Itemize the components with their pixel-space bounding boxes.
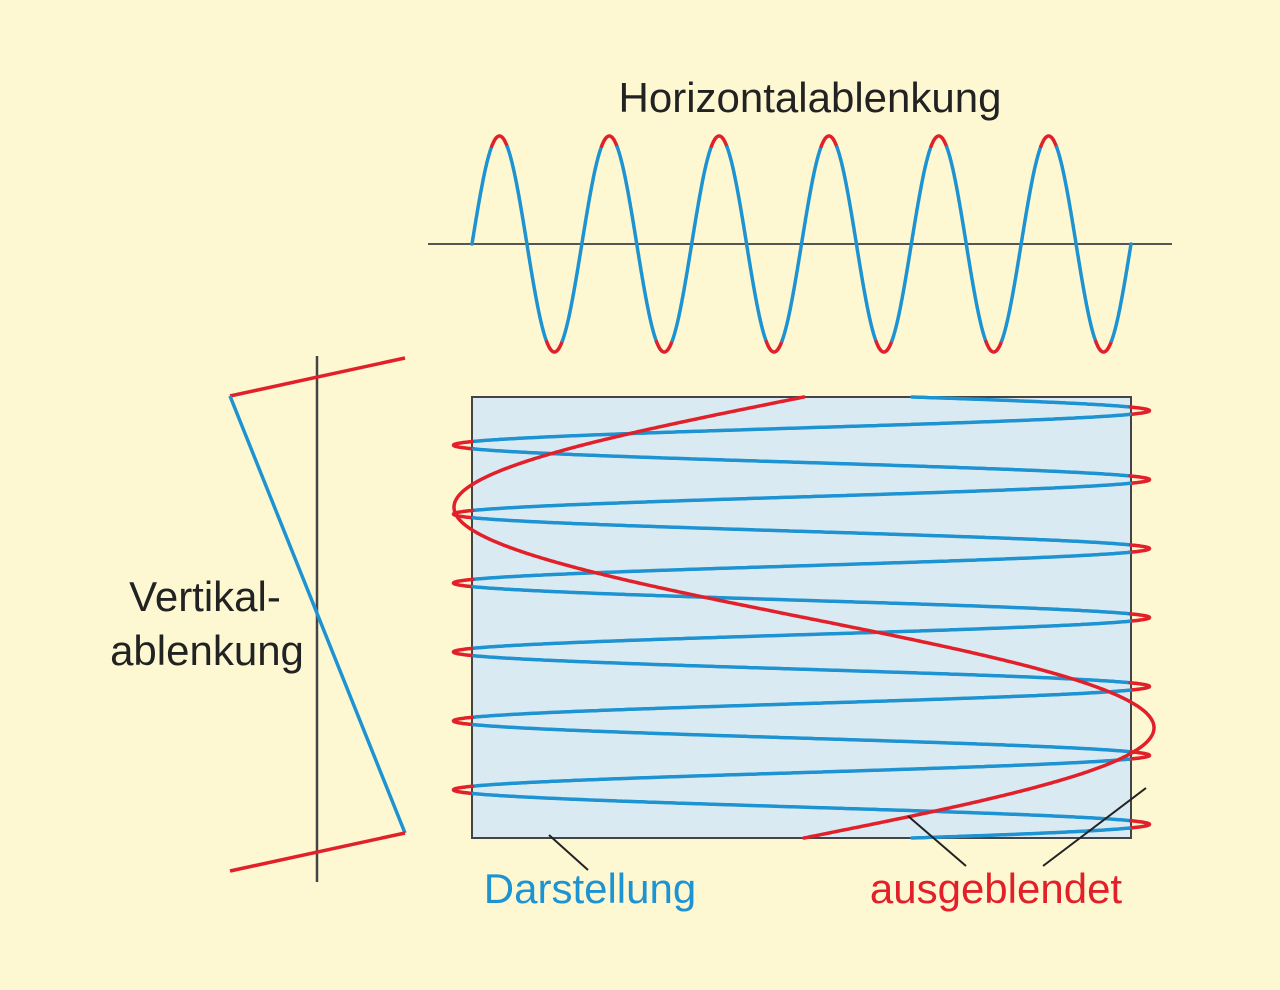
- scan-line-visible-segment-2: [470, 412, 1132, 444]
- scan-line-visible-segment-18: [470, 688, 1132, 720]
- horizontal-wave-blanked-segment-15: [874, 338, 894, 354]
- horizontal-wave-visible-segment-8: [670, 144, 714, 343]
- vertical-retrace-bottom: [229, 831, 406, 873]
- scan-line-blanked-segment-1: [1127, 405, 1152, 417]
- horizontal-wave-blanked-segment-5: [599, 134, 620, 150]
- blanked-leader-line-right: [1042, 787, 1147, 867]
- scan-line-visible-segment-26: [910, 826, 1131, 840]
- horizontal-wave-visible-segment-2: [505, 145, 549, 344]
- horizontal-wave-visible-segment-16: [890, 144, 933, 343]
- scan-line-visible-segment-0: [910, 395, 1133, 409]
- scan-line-blanked-segment-25: [1127, 818, 1152, 830]
- scan-line-blanked-segment-17: [1127, 681, 1152, 692]
- scan-line-visible-segment-6: [470, 481, 1132, 513]
- vertical-sweep-ramp: [228, 395, 407, 834]
- scan-line-blanked-segment-11: [451, 577, 475, 589]
- horizontal-deflection-waveform: [428, 134, 1172, 354]
- scan-line-visible-segment-12: [471, 584, 1133, 616]
- scan-line-visible-segment-22: [470, 757, 1131, 788]
- horizontal-wave-visible-segment-18: [945, 145, 988, 344]
- horizontal-deflection-title: Horizontalablenkung: [619, 74, 1002, 121]
- horizontal-wave-visible-segment-22: [1054, 145, 1098, 344]
- scan-line-blanked-segment-19: [451, 715, 476, 727]
- vertical-deflection-label-line1: Vertikal-: [129, 573, 281, 620]
- horizontal-wave-visible-segment-14: [835, 145, 878, 344]
- vertical-deflection-label-line2: ablenkung: [110, 627, 304, 674]
- horizontal-sine-wave: [470, 134, 1133, 354]
- horizontal-wave-visible-segment-12: [780, 144, 824, 343]
- scan-line-blanked-segment-9: [1127, 543, 1152, 555]
- blanked-leader-line-left: [907, 815, 967, 867]
- scan-line-visible-segment-16: [472, 654, 1132, 685]
- horizontal-wave-blanked-segment-23: [1094, 338, 1114, 354]
- blanked-label: ausgeblendet: [870, 865, 1123, 912]
- vertical-deflection-waveform: [228, 356, 407, 882]
- scan-line-visible-segment-14: [470, 619, 1132, 651]
- scan-pattern: [451, 395, 1156, 840]
- horizontal-wave-blanked-segment-13: [819, 134, 839, 150]
- horizontal-wave-visible-segment-24: [1109, 242, 1133, 343]
- horizontal-wave-blanked-segment-7: [654, 338, 675, 354]
- scan-line-blanked-segment-7: [451, 508, 476, 520]
- horizontal-wave-blanked-segment-21: [1039, 134, 1059, 150]
- horizontal-wave-visible-segment-4: [560, 144, 604, 343]
- horizontal-wave-blanked-segment-11: [764, 338, 784, 354]
- scan-line-blanked-segment-15: [451, 646, 476, 658]
- scan-line-blanked-segment-13: [1127, 612, 1152, 623]
- leader-lines: [548, 787, 1147, 871]
- scan-line-blanked-segment-3: [451, 439, 476, 451]
- scan-line-blanked-segment-21: [1127, 750, 1152, 761]
- horizontal-wave-visible-segment-10: [725, 145, 769, 344]
- scan-line-visible-segment-8: [471, 516, 1133, 547]
- scan-line-blanked-segment-5: [1128, 474, 1152, 486]
- horizontal-wave-blanked-segment-3: [544, 338, 565, 354]
- horizontal-wave-visible-segment-0: [470, 144, 494, 246]
- shown-label: Darstellung: [484, 865, 696, 912]
- horizontal-wave-visible-segment-6: [615, 145, 659, 344]
- screen-area: [451, 395, 1156, 840]
- horizontal-wave-visible-segment-20: [1000, 144, 1043, 343]
- vertical-retrace-top: [229, 356, 406, 398]
- scan-line-visible-segment-10: [471, 550, 1131, 582]
- shown-leader-line: [548, 834, 589, 871]
- horizontal-wave-blanked-segment-17: [929, 134, 949, 150]
- vertical-retrace-trace-blanked-segment-0: [452, 395, 1156, 840]
- horizontal-wave-blanked-segment-19: [984, 338, 1004, 354]
- scan-line-visible-segment-20: [471, 722, 1133, 754]
- horizontal-wave-blanked-segment-9: [709, 134, 729, 150]
- scan-line-blanked-segment-23: [451, 784, 476, 796]
- horizontal-wave-blanked-segment-1: [490, 134, 510, 150]
- scan-line-visible-segment-24: [471, 791, 1133, 823]
